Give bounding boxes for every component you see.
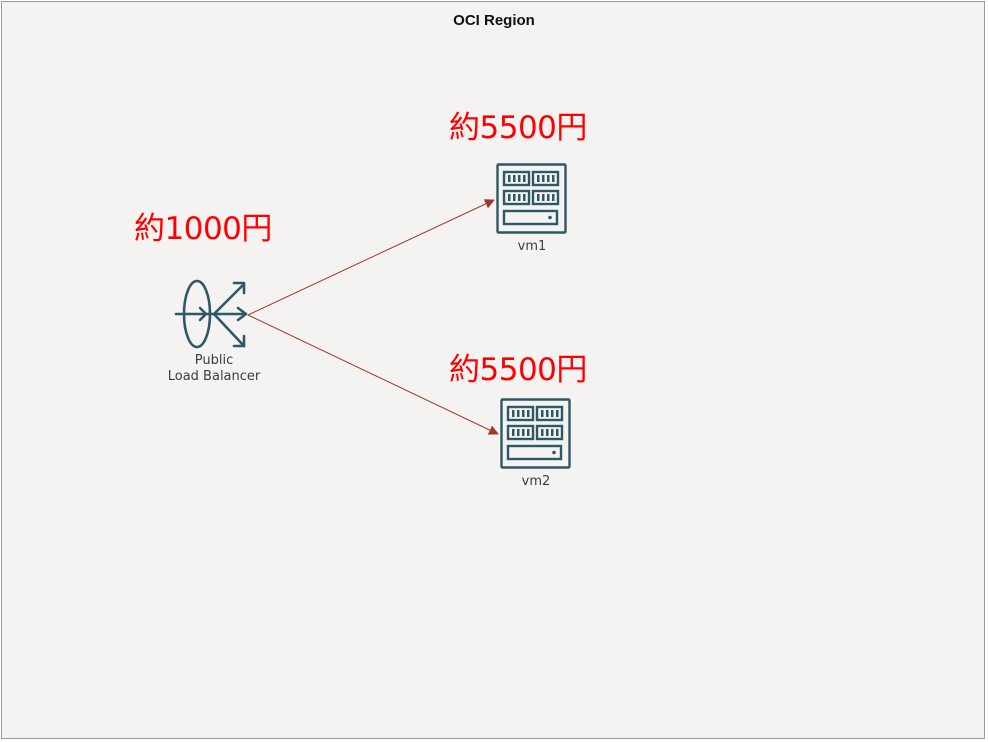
load-balancer-icon [174,279,248,349]
region-title: OCI Region [453,12,535,29]
price-load-balancer: 約1000円 [134,211,272,247]
connector-lb-to-vm2[interactable] [247,314,499,435]
load-balancer-label-line1: Public [194,353,234,368]
price-vm2: 約5500円 [449,352,587,388]
vm2-node[interactable] [500,398,572,470]
vm2-label: vm2 [521,474,551,489]
server-icon [496,163,567,234]
load-balancer-node[interactable] [170,278,250,352]
load-balancer-label: Public Load Balancer [154,353,274,385]
price-vm1: 約5500円 [449,110,587,146]
server-icon [500,398,571,469]
connector-lb-to-vm1[interactable] [247,199,495,316]
load-balancer-label-line2: Load Balancer [167,369,261,384]
vm1-label: vm1 [517,239,547,254]
vm1-node[interactable] [496,163,568,235]
